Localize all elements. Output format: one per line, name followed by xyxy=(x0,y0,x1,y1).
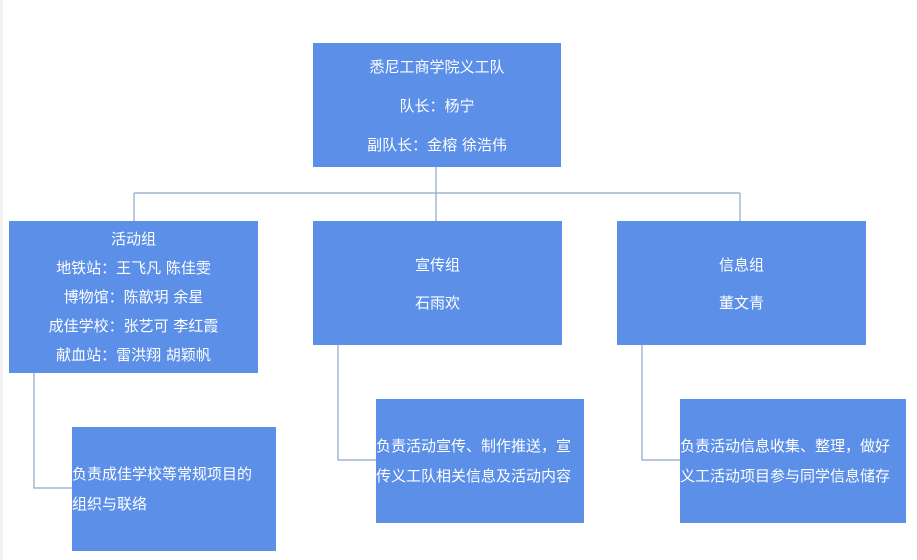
activity-duty-line: 负责成佳学校等常规项目的 xyxy=(72,465,253,483)
publicity-duty-link xyxy=(337,345,376,461)
info-group-name: 信息组 xyxy=(718,255,764,274)
info-duty-box: 负责活动信息收集、整理，做好 义工活动项目参与同学信息储存 xyxy=(680,399,906,523)
publicity-group-member: 石雨欢 xyxy=(414,293,460,312)
left-edge-strip xyxy=(0,0,3,560)
info-duty-link xyxy=(641,345,680,461)
activity-duty-line: 组织与联络 xyxy=(72,495,148,513)
root-vice-captain: 副队长：金榕 徐浩伟 xyxy=(367,135,507,154)
activity-group-line: 献血站：雷洪翔 胡颖帆 xyxy=(56,345,211,364)
activity-group-line: 地铁站：王飞凡 陈佳雯 xyxy=(56,258,211,277)
activity-group-line: 成佳学校：张艺可 李红霞 xyxy=(48,316,219,335)
info-duty-line: 义工活动项目参与同学信息储存 xyxy=(680,467,891,485)
root-node-box: 悉尼工商学院义工队 队长：杨宁 副队长：金榕 徐浩伟 xyxy=(313,43,561,167)
publicity-duty-box: 负责活动宣传、制作推送，宣 传义工队相关信息及活动内容 xyxy=(376,399,584,523)
activity-group-line: 博物馆：陈歆玥 余星 xyxy=(63,287,204,306)
activity-duty-link xyxy=(33,373,72,489)
root-title: 悉尼工商学院义工队 xyxy=(369,57,505,76)
activity-group-box: 活动组 地铁站：王飞凡 陈佳雯 博物馆：陈歆玥 余星 成佳学校：张艺可 李红霞 … xyxy=(9,221,258,373)
publicity-duty-line: 传义工队相关信息及活动内容 xyxy=(376,467,572,485)
root-captain: 队长：杨宁 xyxy=(399,96,475,115)
publicity-group-box: 宣传组 石雨欢 xyxy=(313,221,562,345)
info-group-member: 董文青 xyxy=(718,293,764,312)
activity-group-name: 活动组 xyxy=(110,229,156,248)
info-group-box: 信息组 董文青 xyxy=(617,221,866,345)
publicity-group-name: 宣传组 xyxy=(414,255,460,274)
info-duty-line: 负责活动信息收集、整理，做好 xyxy=(680,437,891,455)
activity-duty-box: 负责成佳学校等常规项目的 组织与联络 xyxy=(72,427,276,551)
publicity-duty-line: 负责活动宣传、制作推送，宣 xyxy=(376,437,572,455)
